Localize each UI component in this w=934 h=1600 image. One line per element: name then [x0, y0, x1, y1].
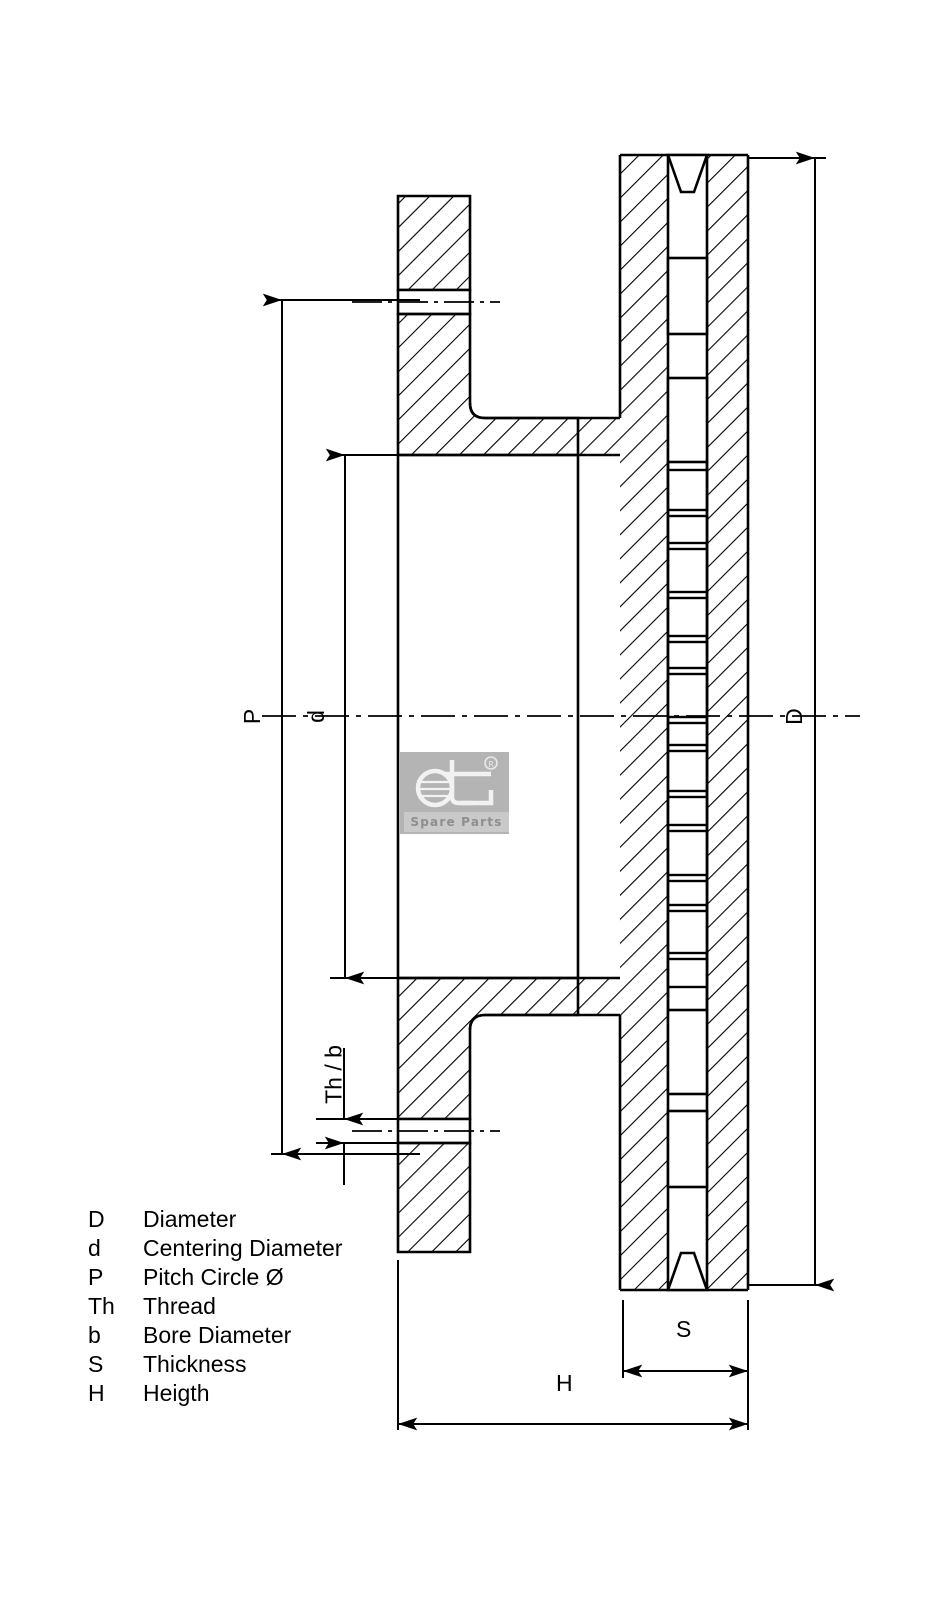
dimension-label-centering-diameter: d — [302, 710, 329, 723]
dt-spare-parts-watermark-logo: R Spare Parts — [399, 752, 509, 834]
vane-slot — [666, 795, 709, 827]
legend-symbol: Th — [88, 1293, 115, 1319]
vent-pocket-upper-mid — [666, 376, 709, 464]
hub-bridge-upper-outline — [468, 402, 620, 420]
vane-slot — [666, 514, 709, 545]
dimension-pitch-circle — [262, 293, 420, 1161]
legend-description: Bore Diameter — [143, 1322, 292, 1348]
dimension-outer-diameter — [748, 151, 835, 1292]
legend-symbol: H — [88, 1380, 105, 1406]
dimension-thread-bore — [316, 1048, 420, 1185]
vane-slot — [666, 879, 709, 907]
vane-slot — [666, 596, 709, 638]
friction-ring-inner-outline — [620, 153, 668, 1292]
vent-pocket-lower-mid — [666, 1008, 709, 1096]
hub-flange-lower-upper — [396, 976, 580, 1121]
hub-to-ring-bridge-upper — [485, 418, 620, 455]
svg-text:R: R — [488, 760, 494, 769]
vane-slot — [666, 547, 709, 594]
hub-flange-lower — [396, 1141, 472, 1254]
legend-symbol: D — [88, 1206, 105, 1232]
section-hatched-bodies — [396, 153, 750, 1292]
legend-row: b Bore Diameter — [88, 1321, 418, 1350]
dimension-label-thread-bore: Th / b — [320, 1045, 347, 1104]
legend-row: D Diameter — [88, 1205, 418, 1234]
hub-to-ring-bridge-lower — [485, 978, 620, 1015]
dimension-label-height: H — [556, 1370, 573, 1396]
symbol-legend: D Diameter d Centering Diameter P Pitch … — [88, 1205, 418, 1408]
dimension-centering-diameter — [325, 448, 420, 985]
vane-slot — [666, 672, 709, 719]
vent-mouth-bottom — [666, 1251, 709, 1292]
legend-symbol: d — [88, 1235, 101, 1261]
legend-symbol: b — [88, 1322, 101, 1348]
vane-slot — [666, 749, 709, 793]
dt-tagline-text: Spare Parts — [410, 815, 503, 829]
legend-description: Thread — [143, 1293, 216, 1319]
vane-slot — [666, 957, 709, 989]
legend-symbol: S — [88, 1351, 104, 1377]
vane-slot — [666, 909, 709, 955]
hub-flange-upper-lower — [396, 312, 580, 457]
vane-slot — [666, 468, 709, 512]
legend-description: Heigth — [143, 1380, 210, 1406]
legend-row: d Centering Diameter — [88, 1234, 418, 1263]
legend-row: Th Thread — [88, 1292, 418, 1321]
vent-mouth-top — [666, 153, 709, 194]
vent-pocket-bottom — [666, 1109, 709, 1189]
friction-ring-outer — [707, 155, 748, 1290]
vane-slot — [666, 640, 709, 670]
vent-pocket-top — [666, 256, 709, 336]
dimension-label-outer-diameter: D — [780, 708, 807, 725]
ventilation-vane-slots — [666, 468, 709, 989]
dt-brand-mark-icon: R — [415, 756, 498, 808]
dimension-height — [397, 1260, 749, 1431]
legend-row: H Heigth — [88, 1379, 418, 1408]
legend-description: Pitch Circle Ø — [143, 1264, 284, 1290]
registered-trademark-icon: R — [484, 756, 498, 770]
dimension-label-pitch-circle: P — [239, 708, 266, 725]
vane-slot — [666, 829, 709, 877]
legend-row: P Pitch Circle Ø — [88, 1263, 418, 1292]
legend-symbol: P — [88, 1264, 104, 1290]
legend-description: Thickness — [143, 1351, 247, 1377]
dimension-label-thickness: S — [676, 1316, 692, 1342]
hub-flange-upper — [396, 194, 472, 292]
friction-ring-inner-upper — [620, 155, 668, 1290]
legend-row: S Thickness — [88, 1350, 418, 1379]
vane-slot — [666, 721, 709, 747]
legend-description: Diameter — [143, 1206, 237, 1232]
legend-description: Centering Diameter — [143, 1235, 343, 1261]
dt-tagline-band: Spare Parts — [404, 812, 509, 832]
hub-bridge-lower-outline — [468, 1013, 620, 1031]
